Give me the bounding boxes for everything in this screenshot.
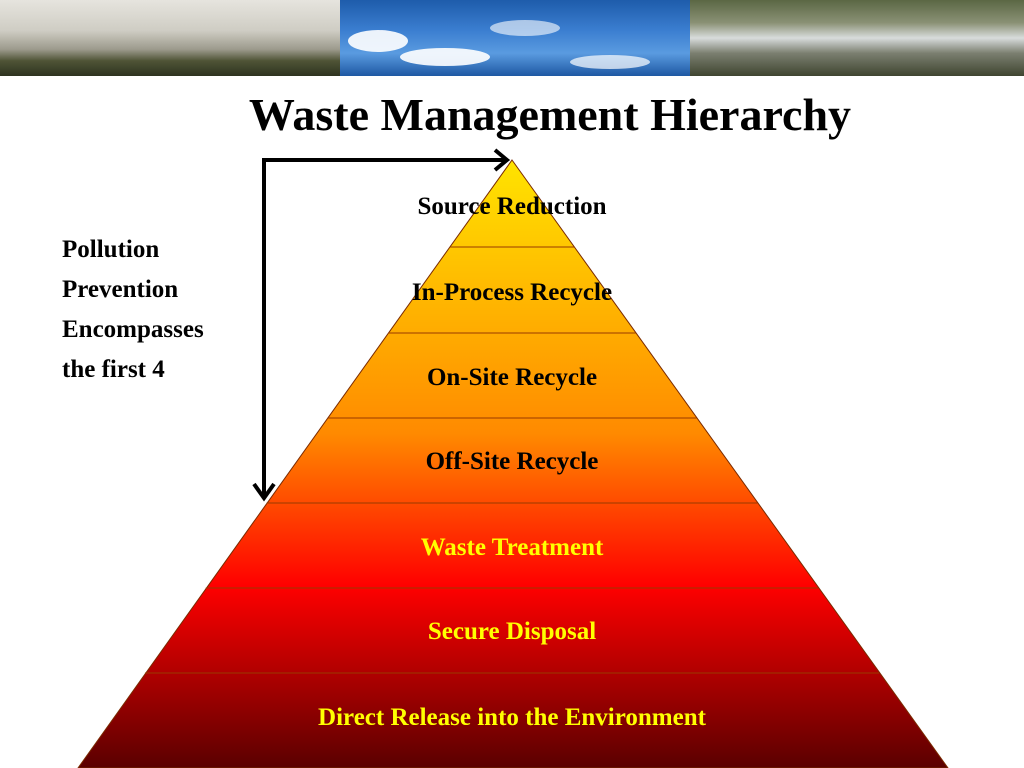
arrow-head-right-icon [493, 148, 511, 172]
pyramid-body [77, 159, 949, 768]
tier-off-site-recycle: Off-Site Recycle [425, 448, 599, 475]
arrow-head-down-icon [252, 482, 276, 502]
tier-source-reduction: Source Reduction [417, 193, 607, 220]
header-banner [0, 0, 1024, 76]
note-line: Encompasses [62, 316, 204, 343]
banner-photo-landscape [0, 0, 340, 76]
banner-photo-sky [340, 0, 690, 76]
note-line: Prevention [62, 276, 179, 303]
tier-in-process-recycle: In-Process Recycle [411, 279, 613, 306]
tier-on-site-recycle: On-Site Recycle [426, 364, 598, 391]
tier-waste-treatment: Waste Treatment [420, 534, 604, 561]
tier-direct-release: Direct Release into the Environment [318, 704, 706, 731]
banner-photo-waterfall [690, 0, 1024, 76]
tier-secure-disposal: Secure Disposal [427, 618, 597, 645]
note-line: Pollution [62, 236, 160, 263]
page-title: Waste Management Hierarchy [248, 89, 852, 140]
prevention-arrow [252, 148, 511, 502]
pollution-prevention-note: Pollution Prevention Encompasses the fir… [62, 230, 262, 390]
note-line: the first 4 [62, 356, 165, 383]
tier-dividers [144, 246, 880, 674]
